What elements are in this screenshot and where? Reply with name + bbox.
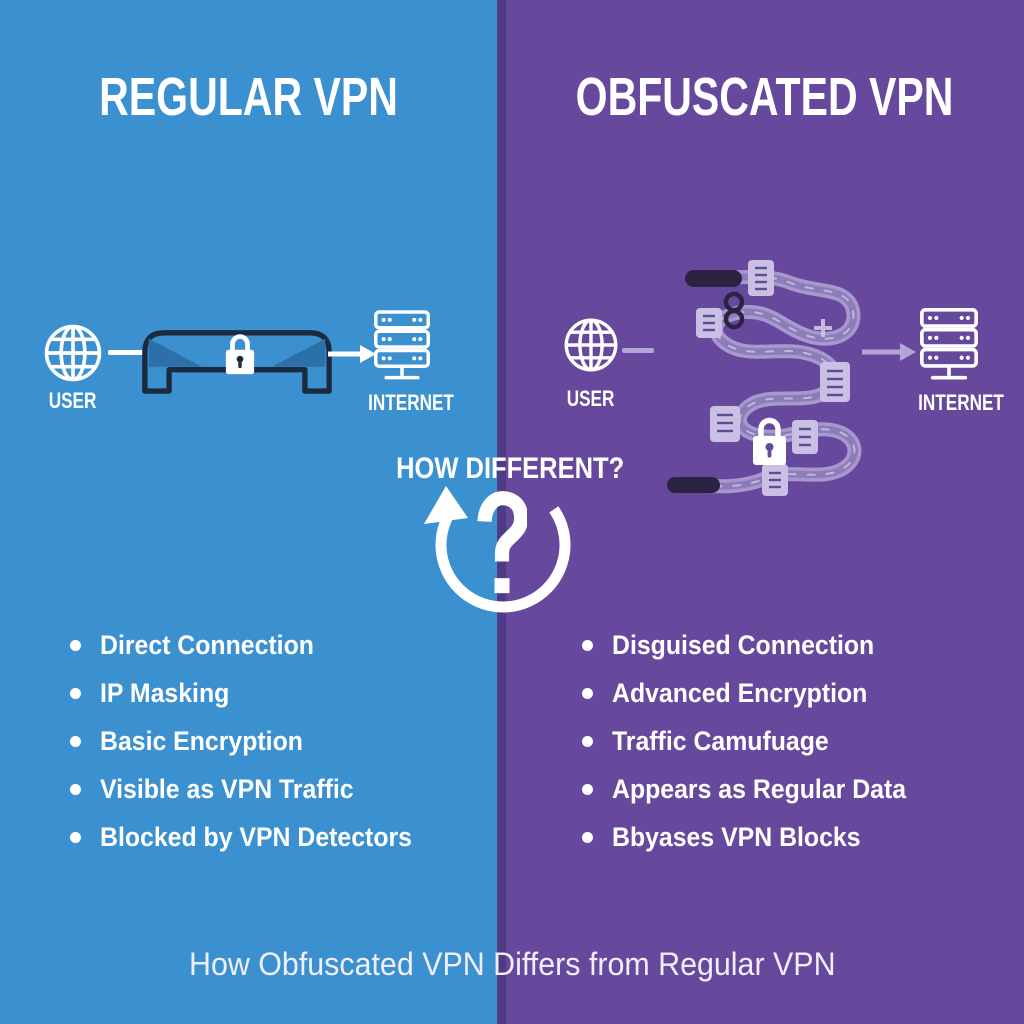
divider-seam (497, 0, 506, 1024)
connection-line (622, 348, 654, 353)
list-item: Basic Encryption (70, 717, 490, 765)
list-item: Bbyases VPN Blocks (582, 813, 1002, 861)
connector-blocks (696, 260, 850, 496)
regular-vpn-panel-background (0, 0, 497, 1024)
cross-marking (814, 319, 832, 337)
user-label: USER (567, 386, 615, 411)
feature-text: Visible as VPN Traffic (100, 773, 354, 804)
feature-text: Traffic Camufuage (612, 725, 829, 756)
feature-text: Basic Encryption (100, 725, 303, 756)
footer-caption: How Obfuscated VPN Differs from Regular … (188, 946, 836, 982)
bullet-dot (582, 639, 593, 651)
list-item: Visible as VPN Traffic (70, 765, 490, 813)
feature-text: Blocked by VPN Detectors (100, 821, 412, 852)
feature-text: Advanced Encryption (612, 677, 868, 708)
obfuscated-vpn-feature-list: Disguised Connection Advanced Encryption… (582, 621, 1002, 861)
connection-line (108, 350, 144, 355)
globe-icon (44, 324, 102, 382)
bullet-dot (582, 831, 593, 843)
internet-label: INTERNET (368, 390, 454, 415)
feature-text: Disguised Connection (612, 629, 875, 660)
globe-icon (564, 318, 618, 372)
bullet-dot (70, 639, 81, 651)
bullet-dot (582, 783, 593, 795)
arrow-icon (328, 345, 376, 363)
data-capsule (685, 270, 742, 287)
question-mark (477, 491, 527, 594)
server-stack-icon (920, 308, 978, 380)
bullet-dot (70, 783, 81, 795)
regular-vpn-feature-list: Direct Connection IP Masking Basic Encry… (70, 621, 490, 861)
feature-text: Direct Connection (100, 629, 314, 660)
list-item: Disguised Connection (582, 621, 1002, 669)
padlock-icon (225, 334, 255, 375)
arrow-icon (862, 343, 916, 361)
user-label: USER (49, 388, 97, 413)
feature-text: Bbyases VPN Blocks (612, 821, 861, 852)
bullet-dot (70, 687, 81, 699)
server-stack-icon (374, 310, 430, 380)
list-item: Blocked by VPN Detectors (70, 813, 490, 861)
obfuscated-vpn-title: OBFUSCATED VPN (576, 67, 954, 127)
bullet-dot (582, 687, 593, 699)
tangled-route-icon (667, 260, 862, 496)
how-different-heading: HOW DIFFERENT? (395, 452, 625, 485)
circular-arrow-icon (424, 486, 571, 613)
list-item: IP Masking (70, 669, 490, 717)
obfuscated-vpn-panel-background (506, 0, 1024, 1024)
internet-label: INTERNET (918, 390, 1004, 415)
bullet-dot (582, 735, 593, 747)
list-item: Advanced Encryption (582, 669, 1002, 717)
list-item: Direct Connection (70, 621, 490, 669)
bullet-dot (70, 831, 81, 843)
bullet-dot (70, 735, 81, 747)
list-item: Traffic Camufuage (582, 717, 1002, 765)
data-capsule (667, 477, 720, 493)
feature-text: IP Masking (100, 677, 230, 708)
padlock-icon (753, 417, 786, 465)
feature-text: Appears as Regular Data (612, 773, 907, 804)
list-item: Appears as Regular Data (582, 765, 1002, 813)
regular-vpn-title: REGULAR VPN (99, 67, 398, 127)
chain-link-icon (723, 291, 745, 330)
